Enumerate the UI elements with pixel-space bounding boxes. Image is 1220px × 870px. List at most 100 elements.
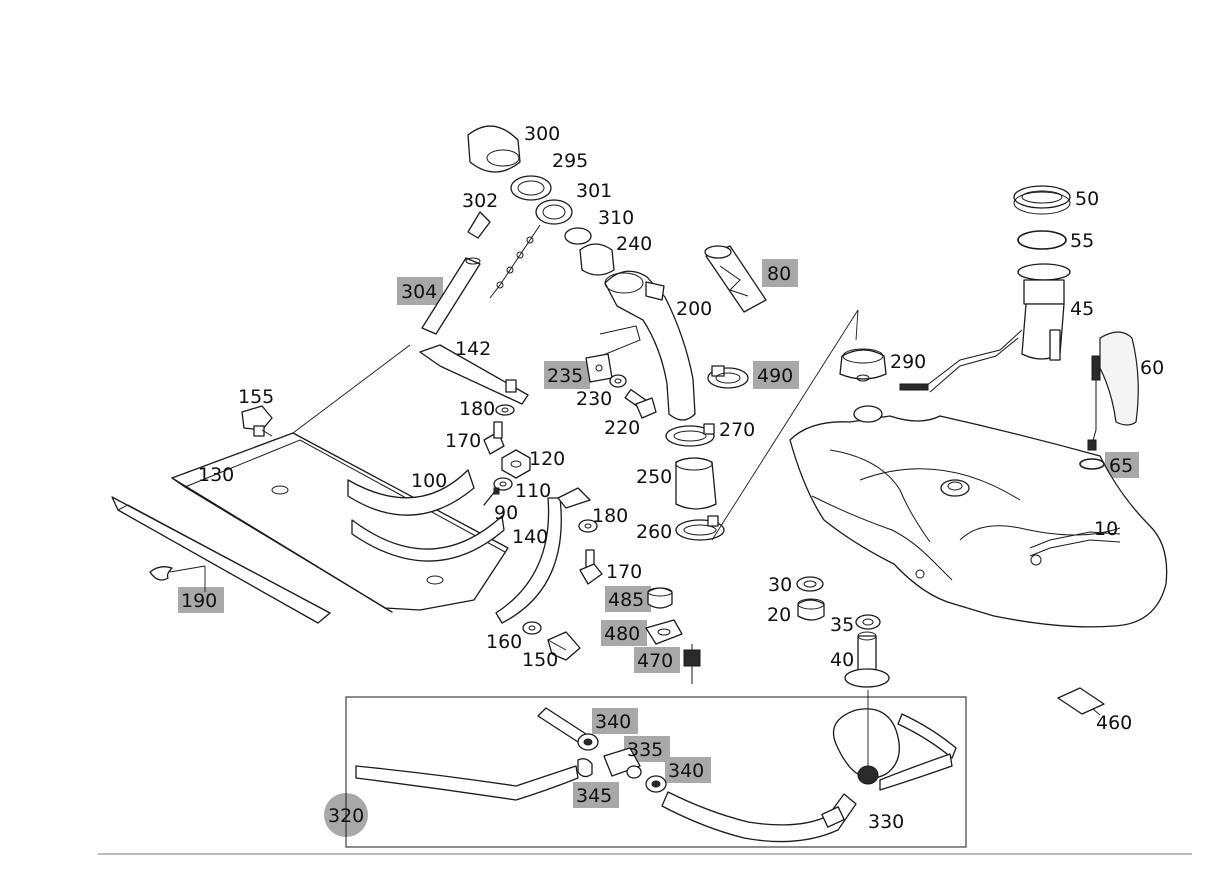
fuel-pump-45[interactable] [899, 263, 1071, 393]
label-480[interactable]: 480 [604, 623, 640, 645]
label-470[interactable]: 470 [637, 650, 673, 672]
label-340b[interactable]: 340 [668, 760, 704, 782]
seal-65-icon[interactable] [1079, 458, 1105, 470]
underbody-panel-190[interactable] [111, 496, 331, 624]
cap-290-icon[interactable] [839, 348, 887, 382]
hose-330[interactable] [661, 690, 957, 843]
label-200[interactable]: 200 [676, 298, 712, 320]
seal-30-icon[interactable] [796, 576, 824, 592]
fuel-tank-10[interactable] [711, 309, 1168, 628]
clip-190-icon[interactable] [149, 565, 206, 592]
label-55[interactable]: 55 [1070, 230, 1094, 252]
label-20[interactable]: 20 [767, 604, 791, 626]
line-320[interactable] [355, 765, 579, 801]
label-140[interactable]: 140 [512, 526, 548, 548]
tether-chain-icon[interactable] [489, 224, 541, 299]
label-50[interactable]: 50 [1075, 188, 1099, 210]
label-302[interactable]: 302 [462, 190, 498, 212]
neck-insert-240[interactable] [579, 243, 615, 276]
panel-60[interactable] [1099, 331, 1139, 426]
o-ring-55-icon[interactable] [1017, 230, 1067, 250]
label-485[interactable]: 485 [608, 589, 644, 611]
label-100[interactable]: 100 [411, 470, 447, 492]
label-35[interactable]: 35 [830, 614, 854, 636]
tube-304[interactable] [421, 257, 481, 335]
nut-485-icon[interactable] [647, 587, 673, 609]
label-270[interactable]: 270 [719, 419, 755, 441]
label-260[interactable]: 260 [636, 521, 672, 543]
filter-80[interactable] [704, 245, 767, 313]
cap-300[interactable] [467, 125, 521, 173]
bolt-170-icon[interactable] [483, 421, 505, 455]
label-190[interactable]: 190 [181, 590, 217, 612]
bolt-220-icon[interactable] [624, 388, 657, 419]
clamp-490-icon[interactable] [707, 365, 749, 389]
hose-250[interactable] [675, 457, 717, 510]
lock-ring-50-icon[interactable] [1013, 185, 1071, 215]
pad-460[interactable] [1057, 687, 1105, 716]
label-40[interactable]: 40 [830, 649, 854, 671]
label-230[interactable]: 230 [576, 388, 612, 410]
level-sensor-icon[interactable] [1087, 355, 1101, 451]
label-310[interactable]: 310 [598, 207, 634, 229]
drain-fitting-40[interactable] [844, 631, 890, 688]
label-330[interactable]: 330 [868, 811, 904, 833]
label-170b[interactable]: 170 [606, 561, 642, 583]
label-65[interactable]: 65 [1109, 455, 1133, 477]
label-320[interactable]: 320 [328, 805, 364, 827]
label-235[interactable]: 235 [547, 365, 583, 387]
label-130[interactable]: 130 [198, 464, 234, 486]
clamp-260-icon[interactable] [675, 515, 725, 541]
bracket-142[interactable] [419, 344, 529, 405]
fitting-345-icon[interactable] [577, 758, 593, 778]
label-170a[interactable]: 170 [445, 430, 481, 452]
label-10[interactable]: 10 [1094, 518, 1118, 540]
label-80[interactable]: 80 [767, 263, 791, 285]
bolt-170b-icon[interactable] [579, 549, 603, 585]
label-490[interactable]: 490 [757, 365, 793, 387]
label-290[interactable]: 290 [890, 351, 926, 373]
stud-90-icon[interactable] [483, 487, 500, 506]
ring-301-icon[interactable] [535, 199, 573, 225]
label-155[interactable]: 155 [238, 386, 274, 408]
label-240[interactable]: 240 [616, 233, 652, 255]
clamp-270-icon[interactable] [665, 423, 715, 447]
label-90[interactable]: 90 [494, 502, 518, 524]
clamp-340b-icon[interactable] [645, 775, 667, 793]
tank-strap-100[interactable] [347, 469, 505, 562]
label-460[interactable]: 460 [1096, 712, 1132, 734]
label-110[interactable]: 110 [515, 480, 551, 502]
label-295[interactable]: 295 [552, 150, 588, 172]
hose-short-icon[interactable] [537, 707, 587, 743]
label-60[interactable]: 60 [1140, 357, 1164, 379]
seal-35-icon[interactable] [855, 614, 881, 630]
heat-shield-130[interactable] [171, 344, 509, 613]
tee-335-icon[interactable] [603, 747, 642, 779]
bracket-235-icon[interactable] [585, 353, 613, 383]
seal-310-icon[interactable] [564, 227, 592, 245]
washer-110-icon[interactable] [493, 477, 513, 491]
plug-20-icon[interactable] [797, 598, 825, 621]
label-180a[interactable]: 180 [459, 398, 495, 420]
nut-120-icon[interactable] [501, 449, 531, 479]
label-340a[interactable]: 340 [595, 711, 631, 733]
label-120[interactable]: 120 [529, 448, 565, 470]
washer-180-icon[interactable] [495, 404, 515, 416]
washer-180b-icon[interactable] [578, 519, 598, 533]
label-150[interactable]: 150 [522, 649, 558, 671]
label-160[interactable]: 160 [486, 631, 522, 653]
label-220[interactable]: 220 [604, 417, 640, 439]
tank-strap-140[interactable] [495, 487, 591, 624]
bolt-150-icon[interactable] [547, 631, 581, 661]
ring-295-icon[interactable] [510, 175, 552, 201]
label-301[interactable]: 301 [576, 180, 612, 202]
clip-480-icon[interactable] [645, 619, 683, 645]
label-304[interactable]: 304 [401, 281, 437, 303]
valve-470-icon[interactable] [683, 644, 701, 684]
label-335[interactable]: 335 [627, 739, 663, 761]
washer-160-icon[interactable] [522, 621, 542, 635]
label-30[interactable]: 30 [768, 574, 792, 596]
flap-302-icon[interactable] [467, 211, 491, 239]
label-180b[interactable]: 180 [592, 505, 628, 527]
label-250[interactable]: 250 [636, 466, 672, 488]
